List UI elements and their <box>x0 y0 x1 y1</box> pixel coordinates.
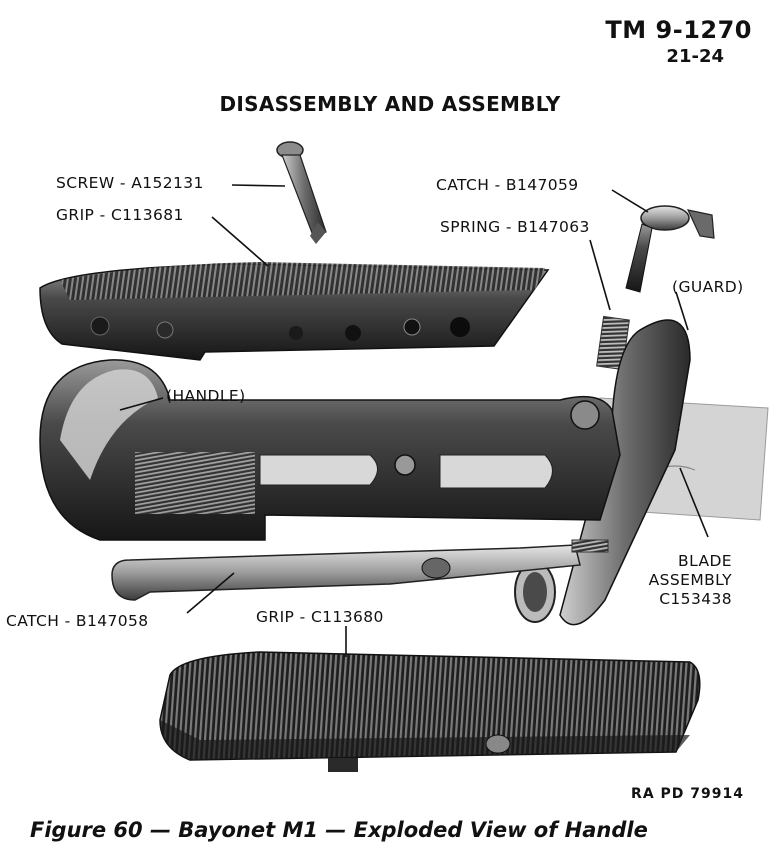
lower-catch-part <box>111 539 609 601</box>
lower-grip-part <box>159 651 701 772</box>
leader-lines <box>119 184 709 657</box>
spring-part <box>596 315 630 371</box>
upper-catch-part <box>625 205 715 293</box>
handle-label: (HANDLE) <box>166 387 246 405</box>
handle-part <box>39 359 621 541</box>
lower-catch-label: CATCH - B147058 <box>6 612 149 630</box>
lower-grip-label: GRIP - C113680 <box>256 608 384 626</box>
figure-caption: Figure 60 — Bayonet M1 — Exploded View o… <box>30 818 648 842</box>
spring-label: SPRING - B147063 <box>440 218 590 236</box>
tm-number: TM 9-1270 <box>605 16 752 44</box>
page-title: DISASSEMBLY AND ASSEMBLY <box>219 92 561 116</box>
upper-catch-label: CATCH - B147059 <box>436 176 579 194</box>
blade-label-line-3: C153438 <box>659 590 732 608</box>
reference-number: RA PD 79914 <box>631 786 744 802</box>
screw-label: SCREW - A152131 <box>56 174 204 192</box>
guard-label: (GUARD) <box>672 278 744 296</box>
blade-label-line-2: ASSEMBLY <box>648 571 732 589</box>
upper-grip-part <box>39 262 550 361</box>
blade-label-line-1: BLADE <box>678 552 732 570</box>
section-number: 21-24 <box>666 46 724 67</box>
upper-grip-label: GRIP - C113681 <box>56 206 184 224</box>
screw-part <box>276 141 327 244</box>
blade-assembly-label: BLADE ASSEMBLY C153438 <box>620 552 732 609</box>
